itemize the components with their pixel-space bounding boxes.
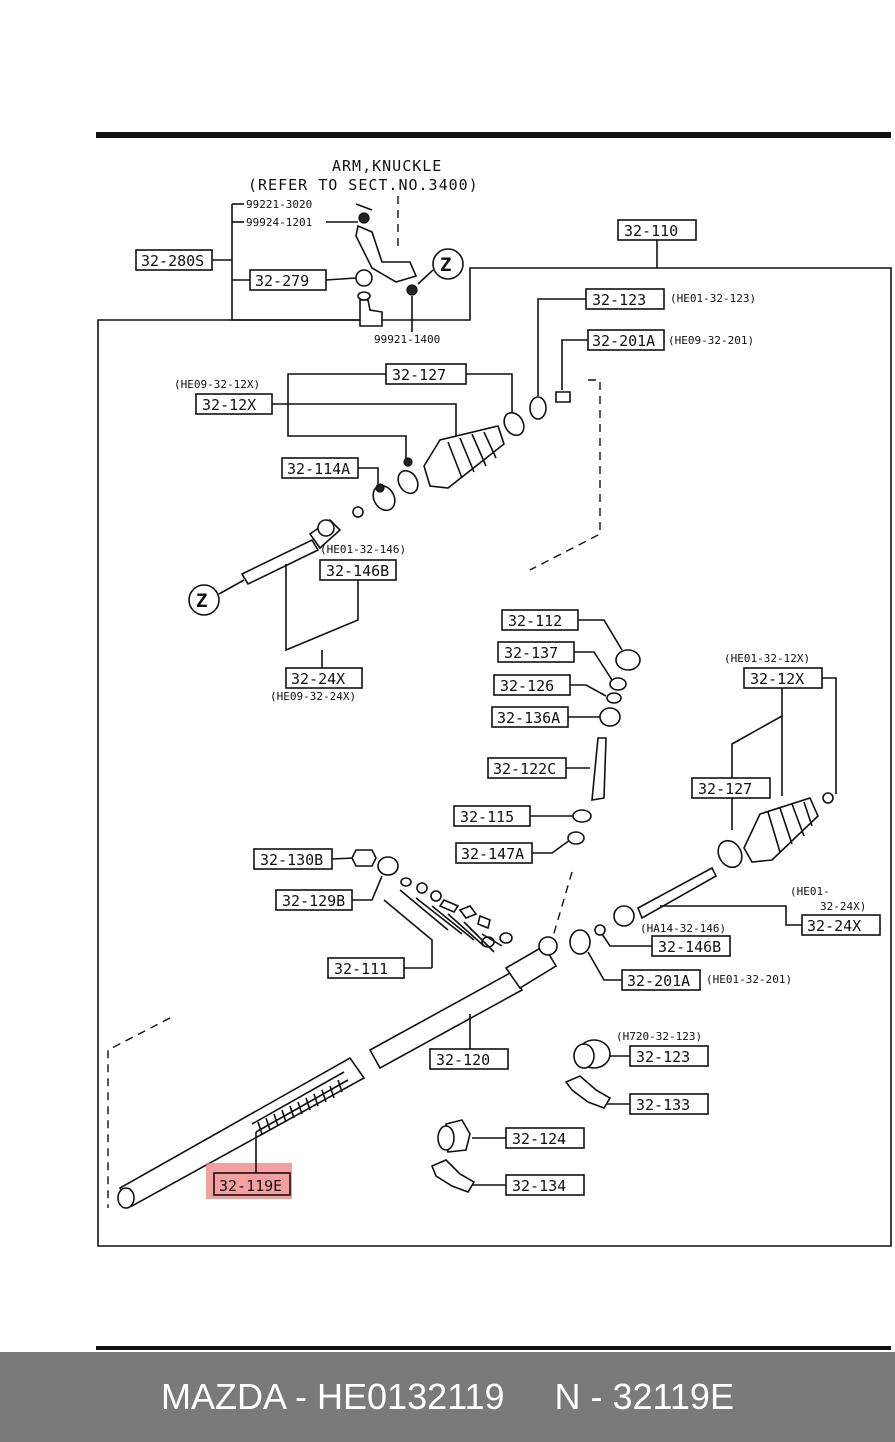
box-32-24X-left [285,667,363,689]
label-99921-1400: 99921-1400 [374,333,440,346]
ref-32-201A-right: (HE01-32-201) [706,973,792,986]
label-32-133: 32-133 [636,1096,690,1114]
label-32-123-bot: 32-123 [636,1048,690,1066]
main-frame [97,267,892,1247]
label-32-124: 32-124 [512,1130,566,1148]
ref-32-201A-top: (HE09-32-201) [668,334,754,347]
bushing-32-123 [573,1039,611,1069]
label-32-126: 32-126 [500,677,554,695]
z-marker-left-label: Z [196,590,207,612]
tie-rod-end [359,299,383,327]
ref-32-12X-left: (HE09-32-12X) [174,378,260,391]
label-32-127-right: 32-127 [698,780,752,798]
label-99221-3020: 99221-3020 [246,198,312,211]
ref-32-146B-right: (HA14-32-146) [640,922,726,935]
bracket-32-134 [430,1159,476,1193]
label-32-146B-right: 32-146B [658,938,721,956]
bottom-rule [96,1346,891,1350]
label-32-123-top: 32-123 [592,291,646,309]
box-32-127-right [691,777,771,799]
footer-bar: MAZDA - HE0132119 N - 32119E [0,1352,895,1442]
z-marker-left [188,584,220,616]
rack-boot-right [743,797,819,863]
label-32-201A-top: 32-201A [592,332,655,350]
z-marker-top [432,248,464,280]
ref-32-24X-right-2: 32-24X) [820,900,866,913]
label-32-12X-left: 32-12X [202,396,256,414]
ref-32-123-bot: (H720-32-123) [616,1030,702,1043]
rack-bellows [251,1071,349,1135]
tie-rod-left [240,518,342,586]
bushing-32-124 [437,1119,471,1153]
top-rule [96,132,891,138]
knuckle-arm [355,224,418,283]
label-32-24X-right: 32-24X [807,917,861,935]
label-32-111: 32-111 [334,960,388,978]
ref-32-146B-top: (HE01-32-146) [320,543,406,556]
label-32-134: 32-134 [512,1177,566,1195]
highlight-32-119E[interactable] [206,1163,292,1199]
ref-32-12X-right: (HE01-32-12X) [724,652,810,665]
parts-diagram: ARM,KNUCKLE (REFER TO SECT.NO.3400) 9922… [96,132,892,1350]
label-32-127-top: 32-127 [392,366,446,384]
header-line1: ARM,KNUCKLE [332,157,442,175]
label-32-119E: 32-119E [219,1177,282,1195]
label-99924-1201: 99924-1201 [246,216,312,229]
label-32-24X-left: 32-24X [291,670,345,688]
tie-rod-right [613,866,718,927]
label-32-129B: 32-129B [282,892,345,910]
ref-32-123-top: (HE01-32-123) [670,292,756,305]
label-32-12X-right: 32-12X [750,670,804,688]
label-32-112: 32-112 [508,612,562,630]
ref-32-24X-left: (HE09-32-24X) [270,690,356,703]
label-32-115: 32-115 [460,808,514,826]
label-32-147A: 32-147A [461,845,524,863]
box-32-119E [213,1172,291,1196]
label-32-280S: 32-280S [141,252,204,270]
label-32-110: 32-110 [624,222,678,240]
label-32-120: 32-120 [436,1051,490,1069]
label-32-114A: 32-114A [287,460,350,478]
label-32-130B: 32-130B [260,851,323,869]
z-marker-top-label: Z [440,254,451,276]
bracket-32-133 [564,1075,612,1109]
label-32-136A: 32-136A [497,709,560,727]
pinion-shaft [591,737,607,801]
footer-part-number: MAZDA - HE0132119 N - 32119E [161,1376,734,1417]
label-32-146B-top: 32-146B [326,562,389,580]
label-32-201A-right: 32-201A [627,972,690,990]
rack-housing [368,936,558,1070]
ref-32-24X-right-1: (HE01- [790,885,830,898]
label-32-279: 32-279 [255,272,309,290]
box-32-120 [429,1048,509,1070]
header-line2: (REFER TO SECT.NO.3400) [248,176,479,194]
label-32-137: 32-137 [504,644,558,662]
label-32-122C: 32-122C [493,760,556,778]
rack-boot-left [423,425,505,489]
